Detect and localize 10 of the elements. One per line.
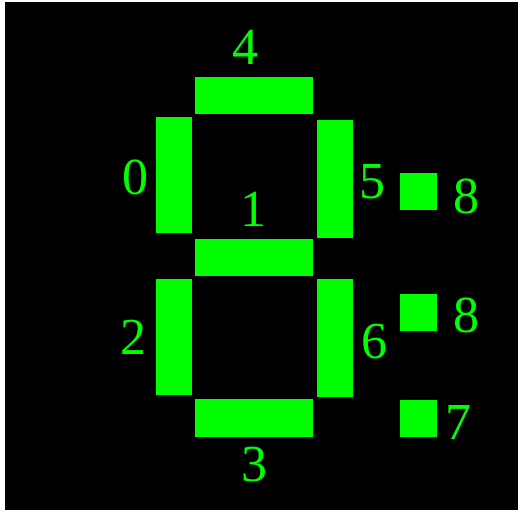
segment-number: 8: [453, 171, 479, 223]
segment-number: 3: [241, 439, 267, 491]
segment-number: 5: [359, 156, 385, 208]
segment-number: 4: [232, 22, 258, 74]
segment-number: 1: [240, 184, 266, 236]
segment-number: 7: [445, 397, 471, 449]
segment-number: 8: [453, 290, 479, 342]
segment-number: 6: [361, 316, 387, 368]
segment-number: 0: [122, 152, 148, 204]
segment-number: 2: [120, 312, 146, 364]
